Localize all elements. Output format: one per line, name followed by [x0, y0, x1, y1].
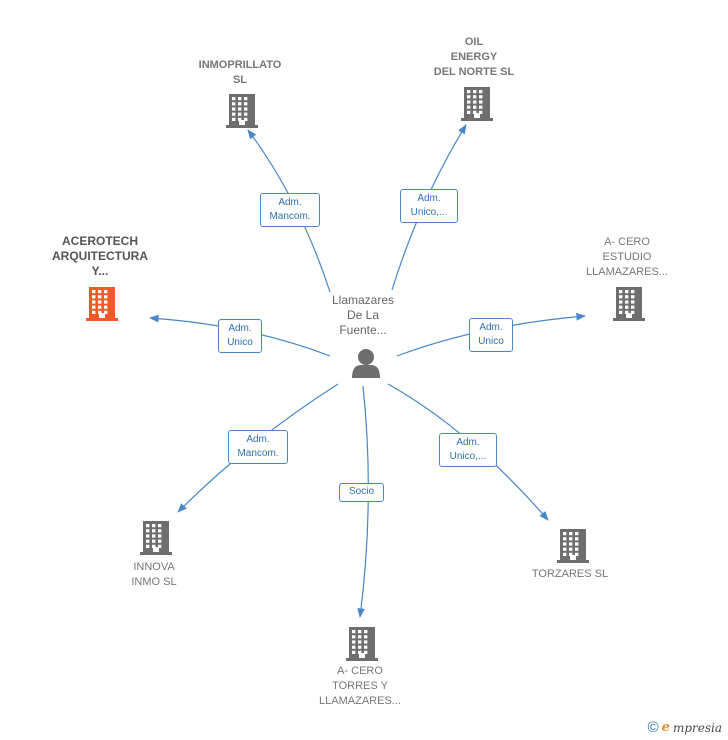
node-label-torzares[interactable]: TORZARES SL	[531, 568, 609, 580]
brand-logo-e: e	[661, 720, 670, 735]
edge-label-oil[interactable]: Adm. Unico,...	[400, 189, 458, 223]
building-icon[interactable]	[346, 626, 378, 667]
building-icon[interactable]	[140, 520, 172, 561]
edge-label-torzares[interactable]: Adm. Unico,...	[439, 433, 497, 467]
edge-label-acerotech[interactable]: Adm. Unico	[218, 319, 262, 353]
building-icon[interactable]	[557, 528, 589, 569]
building-icon[interactable]	[226, 93, 258, 134]
node-label-inmoprillato[interactable]: INMOPRILLATO SL	[198, 59, 282, 86]
building-icon[interactable]	[613, 286, 645, 327]
person-icon[interactable]	[352, 349, 380, 378]
node-label-estudio[interactable]: A- CERO ESTUDIO LLAMAZARES...	[586, 236, 668, 278]
copyright-icon: ©	[647, 719, 659, 736]
edge-label-innova[interactable]: Adm. Mancom.	[228, 430, 288, 464]
node-label-torres[interactable]: A- CERO TORRES Y LLAMAZARES...	[319, 665, 401, 707]
edge-label-inmoprillato[interactable]: Adm. Mancom.	[260, 193, 320, 227]
center-person-label[interactable]: Llamazares De La Fuente...	[331, 293, 395, 337]
node-label-acerotech[interactable]: ACEROTECH ARQUITECTURA Y...	[52, 234, 148, 278]
edge-label-estudio[interactable]: Adm. Unico	[469, 318, 513, 352]
brand-logo-text: mpresia	[672, 720, 722, 735]
node-label-oil[interactable]: OIL ENERGY DEL NORTE SL	[433, 36, 515, 78]
edge-label-torres[interactable]: Socio	[339, 483, 384, 502]
building-icon[interactable]	[86, 286, 118, 327]
building-icon[interactable]	[461, 86, 493, 127]
node-label-innova[interactable]: INNOVA INMO SL	[131, 561, 177, 588]
